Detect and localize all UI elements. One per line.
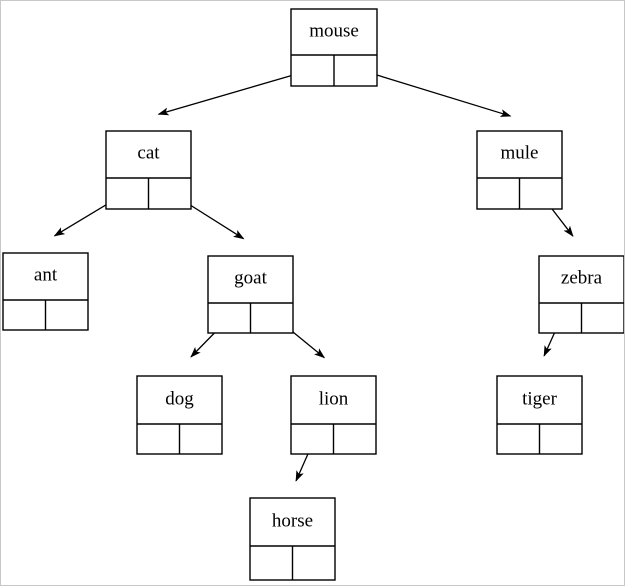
tree-node[interactable]: zebra (538, 255, 625, 334)
node-left-pointer-cell[interactable] (291, 424, 334, 454)
node-right-pointer-cell[interactable] (149, 178, 192, 209)
node-right-pointer-cell[interactable] (251, 303, 294, 333)
node-left-pointer-cell[interactable] (291, 55, 334, 86)
node-left-pointer-cell[interactable] (477, 178, 520, 209)
node-label: tiger (522, 388, 557, 409)
node-right-pointer-cell[interactable] (520, 178, 563, 209)
node-label: mouse (309, 20, 359, 41)
node-label: horse (272, 510, 313, 531)
node-right-pointer-cell[interactable] (180, 424, 223, 454)
tree-node[interactable]: lion (290, 375, 377, 455)
tree-node[interactable]: ant (2, 252, 89, 331)
node-label: goat (234, 267, 267, 288)
nodes-layer: mouse cat mule ant goat zebra dog lion tiger hors… (2, 8, 625, 581)
tree-node[interactable]: cat (105, 130, 192, 210)
node-right-pointer-cell[interactable] (293, 546, 336, 580)
node-right-pointer-cell[interactable] (46, 300, 89, 330)
tree-node[interactable]: horse (249, 497, 336, 581)
node-label: zebra (561, 267, 603, 288)
edge-line (157, 68, 315, 116)
node-right-pointer-cell[interactable] (582, 303, 625, 333)
node-label: dog (165, 388, 194, 409)
node-left-pointer-cell[interactable] (497, 424, 540, 454)
node-right-pointer-cell[interactable] (540, 424, 583, 454)
tree-node[interactable]: mule (476, 130, 563, 210)
node-left-pointer-cell[interactable] (137, 424, 180, 454)
tree-edge (353, 67, 512, 117)
node-label: cat (137, 142, 160, 163)
tree-node[interactable]: goat (207, 255, 294, 334)
node-left-pointer-cell[interactable] (208, 303, 251, 333)
node-label: lion (319, 388, 349, 409)
node-left-pointer-cell[interactable] (3, 300, 46, 330)
node-left-pointer-cell[interactable] (250, 546, 293, 580)
node-left-pointer-cell[interactable] (539, 303, 582, 333)
node-left-pointer-cell[interactable] (106, 178, 149, 209)
node-right-pointer-cell[interactable] (334, 55, 377, 86)
node-right-pointer-cell[interactable] (334, 424, 377, 454)
node-label: mule (501, 142, 539, 163)
tree-node[interactable]: dog (136, 375, 223, 455)
tree-edge (157, 68, 315, 116)
node-label: ant (34, 264, 58, 285)
tree-node[interactable]: tiger (496, 375, 583, 455)
edge-line (353, 67, 512, 117)
tree-node[interactable]: mouse (290, 8, 378, 87)
